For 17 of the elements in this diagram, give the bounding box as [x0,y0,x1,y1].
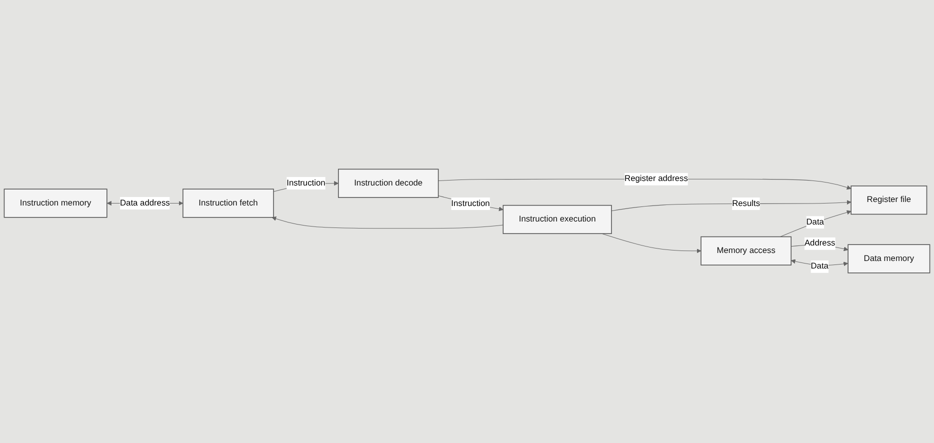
edge-label: Data [806,218,824,228]
edge-label: Data address [120,198,170,208]
edge-label: Register address [624,174,688,184]
edge-label: Results [732,200,760,208]
edge-label: Data [810,262,828,272]
node-box: Instruction memory [4,189,108,218]
arrow [272,216,504,230]
edge-label: Instruction [286,179,326,188]
node-box: Instruction fetch [182,189,274,218]
arrow [780,210,852,238]
node-box: Instruction execution [502,205,612,234]
node-box: Memory access [700,236,792,266]
edge-label: Address [804,239,836,248]
edge-label: Instruction [451,199,490,208]
node-box: Instruction decode [338,169,439,198]
node-box: Data memory [848,244,930,274]
node-box: Register file [850,186,928,216]
